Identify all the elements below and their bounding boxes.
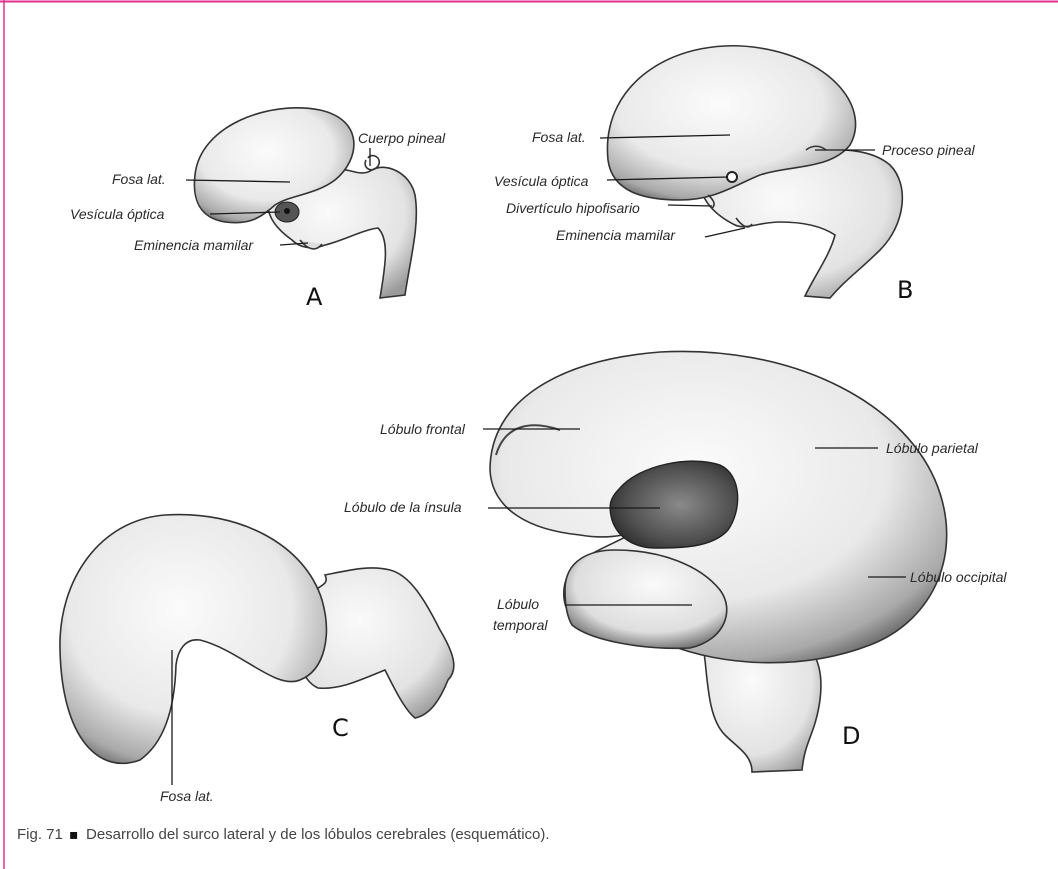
label-b-proceso-pineal: Proceso pineal (882, 142, 976, 158)
label-b-fosa-lat: Fosa lat. (532, 129, 586, 145)
leader-b-eminencia (705, 228, 745, 237)
label-b-vesicula-optica: Vesícula óptica (494, 173, 589, 189)
panel-c-hemisphere (60, 515, 326, 764)
label-a-vesicula-optica: Vesícula óptica (70, 206, 165, 222)
label-b-eminencia-mamilar: Eminencia mamilar (556, 227, 676, 243)
label-d-lobulo-occipital: Lóbulo occipital (910, 569, 1007, 585)
label-d-lobulo-insula: Lóbulo de la ínsula (344, 499, 462, 515)
label-c-fosa-lat: Fosa lat. (160, 788, 214, 804)
label-a-eminencia-mamilar: Eminencia mamilar (134, 237, 254, 253)
caption-figure-number: Fig. 71 (17, 826, 63, 843)
panel-c-letter: C (332, 714, 349, 742)
caption-bullet-icon: ▪ (69, 827, 79, 843)
figure-caption: Fig. 71 ▪ Desarrollo del surco lateral y… (17, 826, 550, 843)
panel-d: Lóbulo frontal Lóbulo parietal Lóbulo de… (344, 351, 1007, 772)
panel-b-optic-vesicle (727, 172, 737, 182)
panel-a-optic-dot (284, 208, 290, 214)
label-d-lobulo-temporal-1: Lóbulo (497, 596, 539, 612)
panel-a-pineal-process (365, 156, 379, 170)
panel-a: Cuerpo pineal Fosa lat. Vesícula óptica … (70, 108, 446, 311)
caption-text: Desarrollo del surco lateral y de los ló… (86, 826, 550, 843)
label-d-lobulo-frontal: Lóbulo frontal (380, 421, 466, 437)
panel-a-letter: A (306, 283, 323, 311)
panel-b-letter: B (897, 276, 913, 304)
label-a-fosa-lat: Fosa lat. (112, 171, 166, 187)
label-b-diverticulo-hipofisario: Divertículo hipofisario (506, 200, 640, 216)
panel-b: Fosa lat. Proceso pineal Vesícula óptica… (494, 46, 976, 304)
leader-b-diverticulo (668, 205, 712, 206)
panel-d-letter: D (842, 722, 860, 750)
label-a-cuerpo-pineal: Cuerpo pineal (358, 130, 446, 146)
label-d-lobulo-temporal-2: temporal (493, 617, 548, 633)
label-d-lobulo-parietal: Lóbulo parietal (886, 440, 979, 456)
panel-c: Fosa lat. C (60, 515, 454, 804)
